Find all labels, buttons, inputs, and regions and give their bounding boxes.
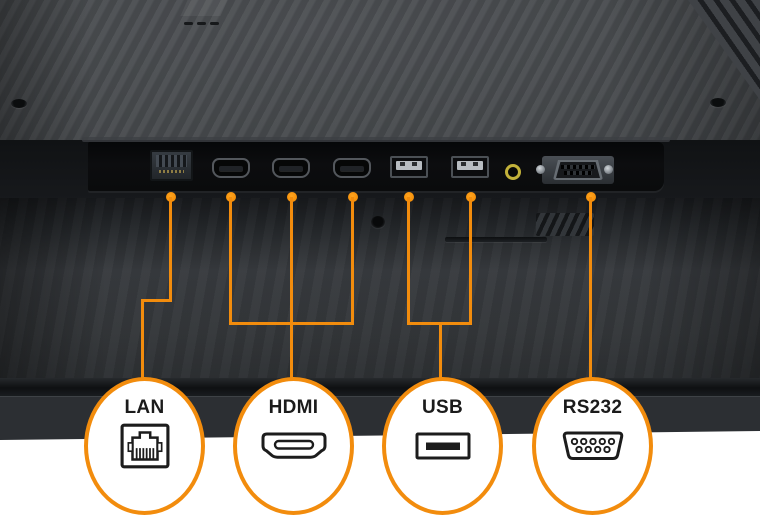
callout-line-hdmi bbox=[229, 197, 232, 325]
usb-port-1 bbox=[390, 156, 428, 178]
callout-line-lan bbox=[141, 299, 144, 384]
callout-line-usb bbox=[469, 197, 472, 325]
chassis-top-surface bbox=[0, 0, 760, 145]
usb-tongue bbox=[396, 161, 422, 170]
hdmi-slot bbox=[219, 166, 243, 171]
callout-badge-lan: LAN bbox=[84, 377, 205, 515]
dsub-screw bbox=[536, 165, 545, 174]
hdmi-port-3 bbox=[333, 158, 371, 178]
usb-connector-icon bbox=[415, 421, 471, 471]
callout-label-usb: USB bbox=[421, 397, 463, 418]
dsub-screw bbox=[604, 165, 613, 174]
callout-line-lan bbox=[169, 197, 172, 302]
rj45-icon bbox=[120, 421, 170, 471]
rj45-contacts bbox=[159, 170, 184, 173]
callout-line-usb bbox=[439, 322, 442, 384]
callout-label-lan: LAN bbox=[124, 397, 165, 418]
hdmi-connector-icon bbox=[261, 421, 327, 471]
chassis-slot-mark bbox=[210, 22, 219, 25]
vent-ribs bbox=[536, 213, 594, 236]
callout-label-rs232: RS232 bbox=[562, 397, 623, 418]
callout-badge-hdmi: HDMI bbox=[233, 377, 354, 515]
hdmi-port-1 bbox=[212, 158, 250, 178]
chassis-highlight bbox=[180, 0, 228, 16]
lan-port bbox=[150, 150, 193, 181]
rs232-port bbox=[542, 156, 614, 184]
callout-line-usb bbox=[407, 197, 410, 325]
screw-hole bbox=[710, 98, 726, 107]
callout-line-rs232 bbox=[589, 197, 592, 384]
dsub-pin-holes bbox=[564, 171, 592, 175]
hdmi-slot bbox=[340, 166, 364, 171]
callout-line-hdmi bbox=[290, 197, 293, 384]
audio-port bbox=[505, 164, 521, 180]
usb-port-2 bbox=[451, 156, 489, 178]
chassis-slot-mark bbox=[184, 22, 193, 25]
callout-badge-rs232: RS232 bbox=[532, 377, 653, 515]
screw-hole bbox=[11, 99, 27, 108]
chassis-lower-face bbox=[0, 198, 760, 380]
hdmi-port-2 bbox=[272, 158, 310, 178]
dsub-pin-holes bbox=[561, 165, 595, 169]
callout-line-lan bbox=[141, 299, 172, 302]
callout-line-hdmi bbox=[229, 322, 354, 325]
hdmi-slot bbox=[279, 166, 303, 171]
chassis-slot-mark bbox=[197, 22, 206, 25]
rs232-connector-icon bbox=[561, 421, 625, 471]
usb-tongue bbox=[457, 161, 483, 170]
screw-hole bbox=[371, 216, 385, 228]
callout-line-hdmi bbox=[351, 197, 354, 325]
callout-badge-usb: USB bbox=[382, 377, 503, 515]
chassis-groove bbox=[445, 237, 547, 242]
port-recess-lip bbox=[82, 137, 670, 142]
rj45-pins bbox=[156, 155, 187, 167]
callout-label-hdmi: HDMI bbox=[268, 397, 319, 418]
